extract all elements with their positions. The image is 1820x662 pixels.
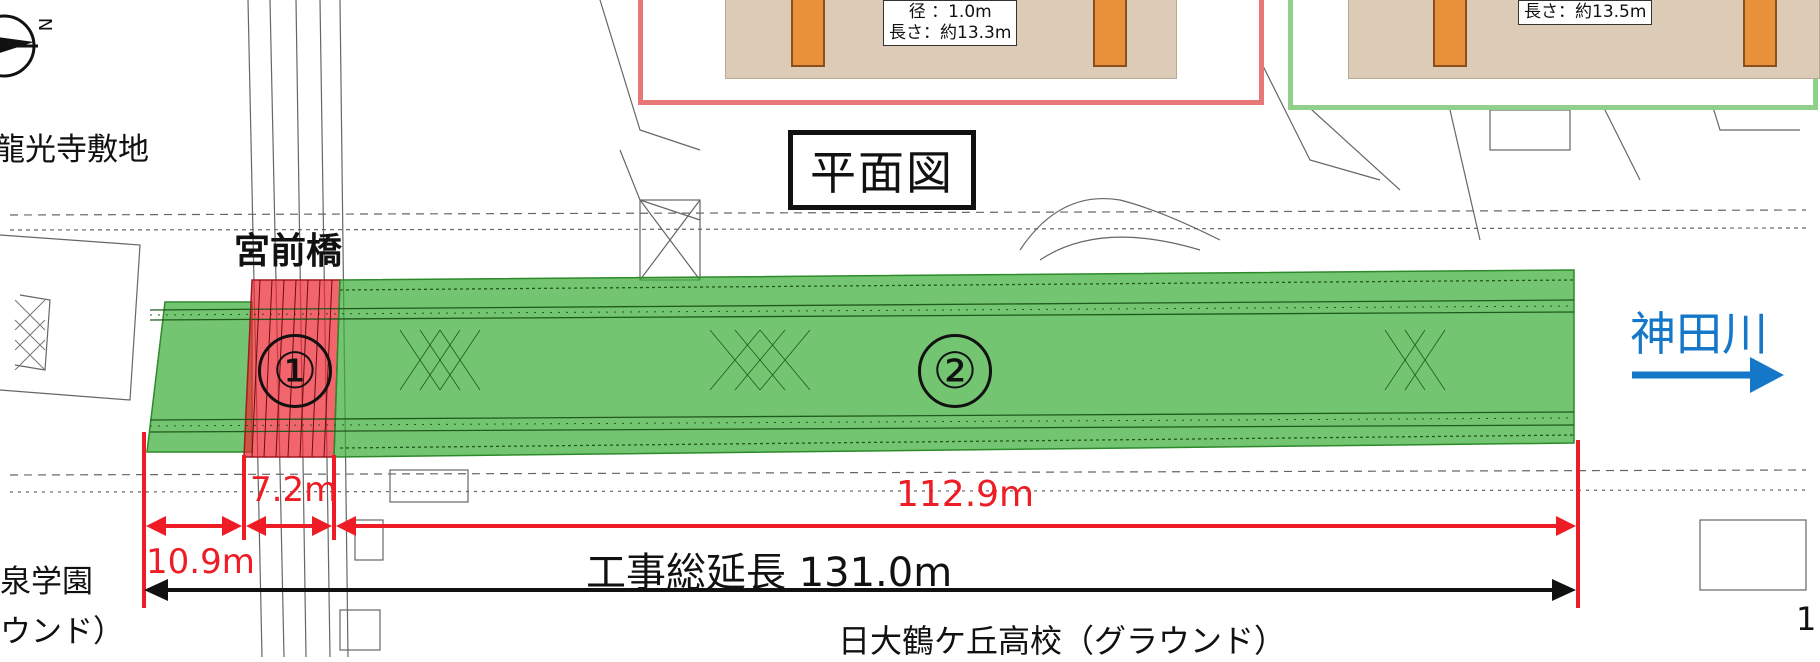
pile-left: [791, 0, 825, 67]
total-length-label: 工事総延長 131.0m: [586, 550, 953, 596]
pile-spec-box: 径 ：1.0m 長さ：約13.3m: [883, 0, 1018, 46]
section-1-inset-panel: 径 ：1.0m 長さ：約13.3m: [638, 0, 1264, 105]
section-2-inset-panel: 長さ：約13.5m: [1288, 0, 1820, 110]
temple-site-label: 龍光寺敷地: [0, 132, 149, 168]
dimension-left-extension: 10.9m: [146, 542, 255, 582]
school-left-label-line2: ウンド）: [0, 614, 124, 650]
pile-diameter-text: 径 ：1.0m: [908, 2, 992, 22]
pile-spec-box: 長さ：約13.5m: [1518, 0, 1653, 25]
school-bottom-label: 日大鶴ケ丘高校（グラウンド）: [838, 622, 1287, 660]
pile-length-text: 長さ：約13.3m: [889, 23, 1012, 43]
dimension-section-1: 7.2m: [250, 470, 338, 510]
bridge-label: 宮前橋: [234, 231, 343, 272]
pile-left: [1433, 0, 1467, 67]
north-mark: N: [36, 17, 58, 32]
river-label: 神田川: [1630, 307, 1768, 361]
page-number: 1: [1796, 600, 1817, 638]
section-1-marker: ①: [258, 334, 332, 408]
north-arrow-icon: [0, 14, 38, 78]
plan-title: 平面図: [788, 130, 976, 210]
pile-right: [1093, 0, 1127, 67]
pile-right: [1743, 0, 1777, 67]
pile-length-text: 長さ：約13.5m: [1524, 2, 1647, 22]
section-2-marker: ②: [918, 334, 992, 408]
school-left-label-line1: 泉学園: [0, 564, 93, 600]
dimension-section-2: 112.9m: [896, 474, 1035, 515]
